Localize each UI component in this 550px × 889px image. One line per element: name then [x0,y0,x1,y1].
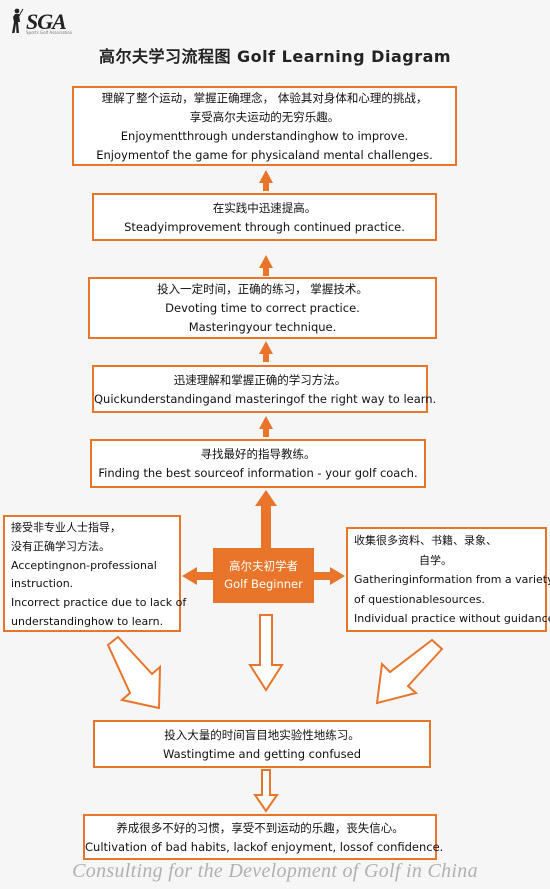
step-method-text-en: Quickunderstandingand masteringof the ri… [94,392,437,406]
wasting-time-text-en: Wastingtime and getting confused [162,747,362,761]
step-enjoyment-text-zh-1: 理解了整个运动，掌握正确理念， 体验其对身体和心理的挑战， [101,91,428,105]
right-text-zh-2: 自学。 [419,553,452,567]
down-arrow-left [106,635,162,710]
self-study-box: 收集很多资料、书籍、录象、 自学。 Gatheringinformation f… [346,527,550,632]
logo-text: SGA [26,9,67,34]
left-text-en-4: understandinghow to learn. [11,614,164,628]
left-text-en-3: Incorrect practice due to lack of [11,596,187,610]
non-professional-instruction-box: 接受非专业人士指导， 没有正确学习方法。 Acceptingnon-profes… [3,515,187,632]
left-text-zh-1: 接受非专业人士指导， [11,521,121,534]
golf-beginner-text-en: Golf Beginner [224,577,303,591]
bad-habits-box: 养成很多不好的习惯，享受不到运动的乐趣，丧失信心。 Cultivation of… [83,814,444,860]
right-arrow [314,567,345,585]
step-coach-box: 寻找最好的指导教练。 Finding the best sourceof inf… [90,439,426,488]
step-improve-text-zh: 在实践中迅速提高。 [212,201,317,215]
right-text-en-1: Gatheringinformation from a variety [354,573,550,586]
step-coach-text-zh: 寻找最好的指导教练。 [200,447,316,461]
footer-slogan: Consulting for the Development of Golf i… [72,860,478,882]
step-enjoyment-text-en-2: Enjoymentof the game for physicaland men… [96,148,433,162]
step-enjoyment-text-zh-2: 享受高尔夫运动的无穷乐趣。 [189,110,340,124]
logo: SGA Sports Golf Association [8,6,88,35]
wasting-time-box: 投入大量的时间盲目地实验性地练习。 Wastingtime and gettin… [93,720,431,768]
step-method-text-zh: 迅速理解和掌握正确的学习方法。 [173,373,347,387]
bad-habits-text-en: Cultivation of bad habits, lackof enjoym… [85,840,444,854]
step-enjoyment-text-en-1: Enjoymentthrough understandinghow to imp… [120,129,409,143]
step-practice-text-zh: 投入一定时间，正确的练习， 掌握技术。 [157,282,368,296]
left-text-en-1: Acceptingnon-professional [11,558,157,572]
up-arrows [255,170,277,548]
page-title: 高尔夫学习流程图 Golf Learning Diagram [98,47,452,66]
step-practice-text-en-2: Masteringyour technique. [188,320,337,334]
step-improve-box: 在实践中迅速提高。 Steadyimprovement through cont… [92,193,437,241]
golf-beginner-box: 高尔夫初学者 Golf Beginner [213,548,314,603]
step-method-box: 迅速理解和掌握正确的学习方法。 Quickunderstandingand ma… [92,365,437,413]
step-enjoyment-box: 理解了整个运动，掌握正确理念， 体验其对身体和心理的挑战， 享受高尔夫运动的无穷… [72,86,457,166]
left-text-en-2: instruction. [11,577,74,591]
down-arrow-right [375,638,444,705]
right-text-en-3: Individual practice without guidance. [354,612,550,625]
bad-habits-text-zh: 养成很多不好的习惯，享受不到运动的乐趣，丧失信心。 [116,821,404,835]
step-practice-box: 投入一定时间，正确的练习， 掌握技术。 Devoting time to cor… [88,277,437,339]
left-text-zh-2: 没有正确学习方法。 [11,539,110,553]
golfer-silhouette-icon [12,8,24,33]
right-text-en-2: of questionablesources. [354,592,485,606]
golf-beginner-text-zh: 高尔夫初学者 [229,559,298,573]
step-coach-text-en: Finding the best sourceof information - … [98,466,418,480]
step-practice-text-en-1: Devoting time to correct practice. [165,301,360,315]
down-arrow-bottom [253,769,279,813]
logo-tagline: Sports Golf Association [26,30,73,35]
step-improve-text-en: Steadyimprovement through continued prac… [124,220,405,234]
right-text-zh-1: 收集很多资料、书籍、录象、 [354,534,497,547]
left-arrow [182,567,213,585]
wasting-time-text-zh: 投入大量的时间盲目地实验性地练习。 [164,728,360,742]
down-arrow-center [248,614,284,692]
